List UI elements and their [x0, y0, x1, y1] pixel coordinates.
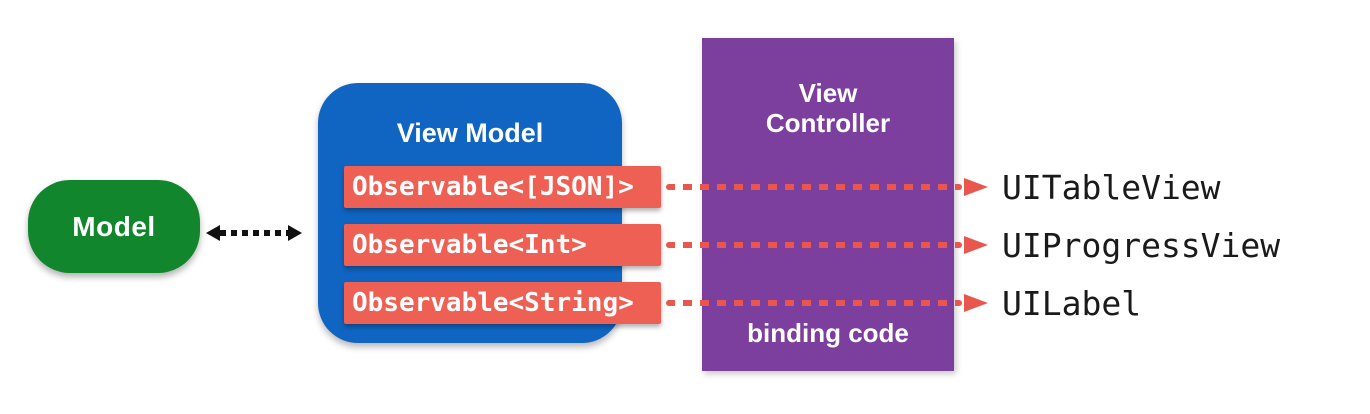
binding-target-uiprogressview: UIProgressView	[1002, 225, 1281, 265]
arrowhead-left-icon	[206, 224, 220, 241]
dashed-line	[666, 184, 962, 190]
view-model-title: View Model	[396, 118, 544, 148]
observable-chip-json: Observable<[JSON]>	[344, 166, 661, 208]
observable-chip-label: Observable<String>	[352, 288, 634, 318]
binding-target-uitableview: UITableView	[1002, 167, 1221, 207]
view-controller-title: View Controller	[702, 78, 954, 138]
binding-connector-progressview	[666, 236, 988, 254]
dashed-line	[666, 300, 962, 306]
dashed-line	[666, 242, 962, 248]
binding-code-label: binding code	[747, 318, 909, 348]
model-label: Model	[72, 210, 156, 242]
arrowhead-right-icon	[964, 294, 988, 312]
view-controller-title-text: View Controller	[765, 78, 891, 138]
observable-chip-label: Observable<[JSON]>	[352, 172, 634, 202]
observable-chip-int: Observable<Int>	[344, 224, 661, 266]
arrowhead-right-icon	[964, 236, 988, 254]
observable-chip-string: Observable<String>	[344, 282, 661, 324]
model-box: Model	[28, 180, 200, 273]
arrowhead-right-icon	[964, 178, 988, 196]
binding-connector-label	[666, 294, 988, 312]
binding-target-uilabel: UILabel	[1002, 283, 1142, 323]
observable-chip-label: Observable<Int>	[352, 230, 587, 260]
model-viewmodel-arrow	[206, 224, 302, 241]
dotted-line	[220, 229, 288, 236]
binding-connector-tableview	[666, 178, 988, 196]
arrowhead-right-icon	[288, 224, 302, 241]
view-controller-box: View Controller binding code	[702, 38, 954, 371]
